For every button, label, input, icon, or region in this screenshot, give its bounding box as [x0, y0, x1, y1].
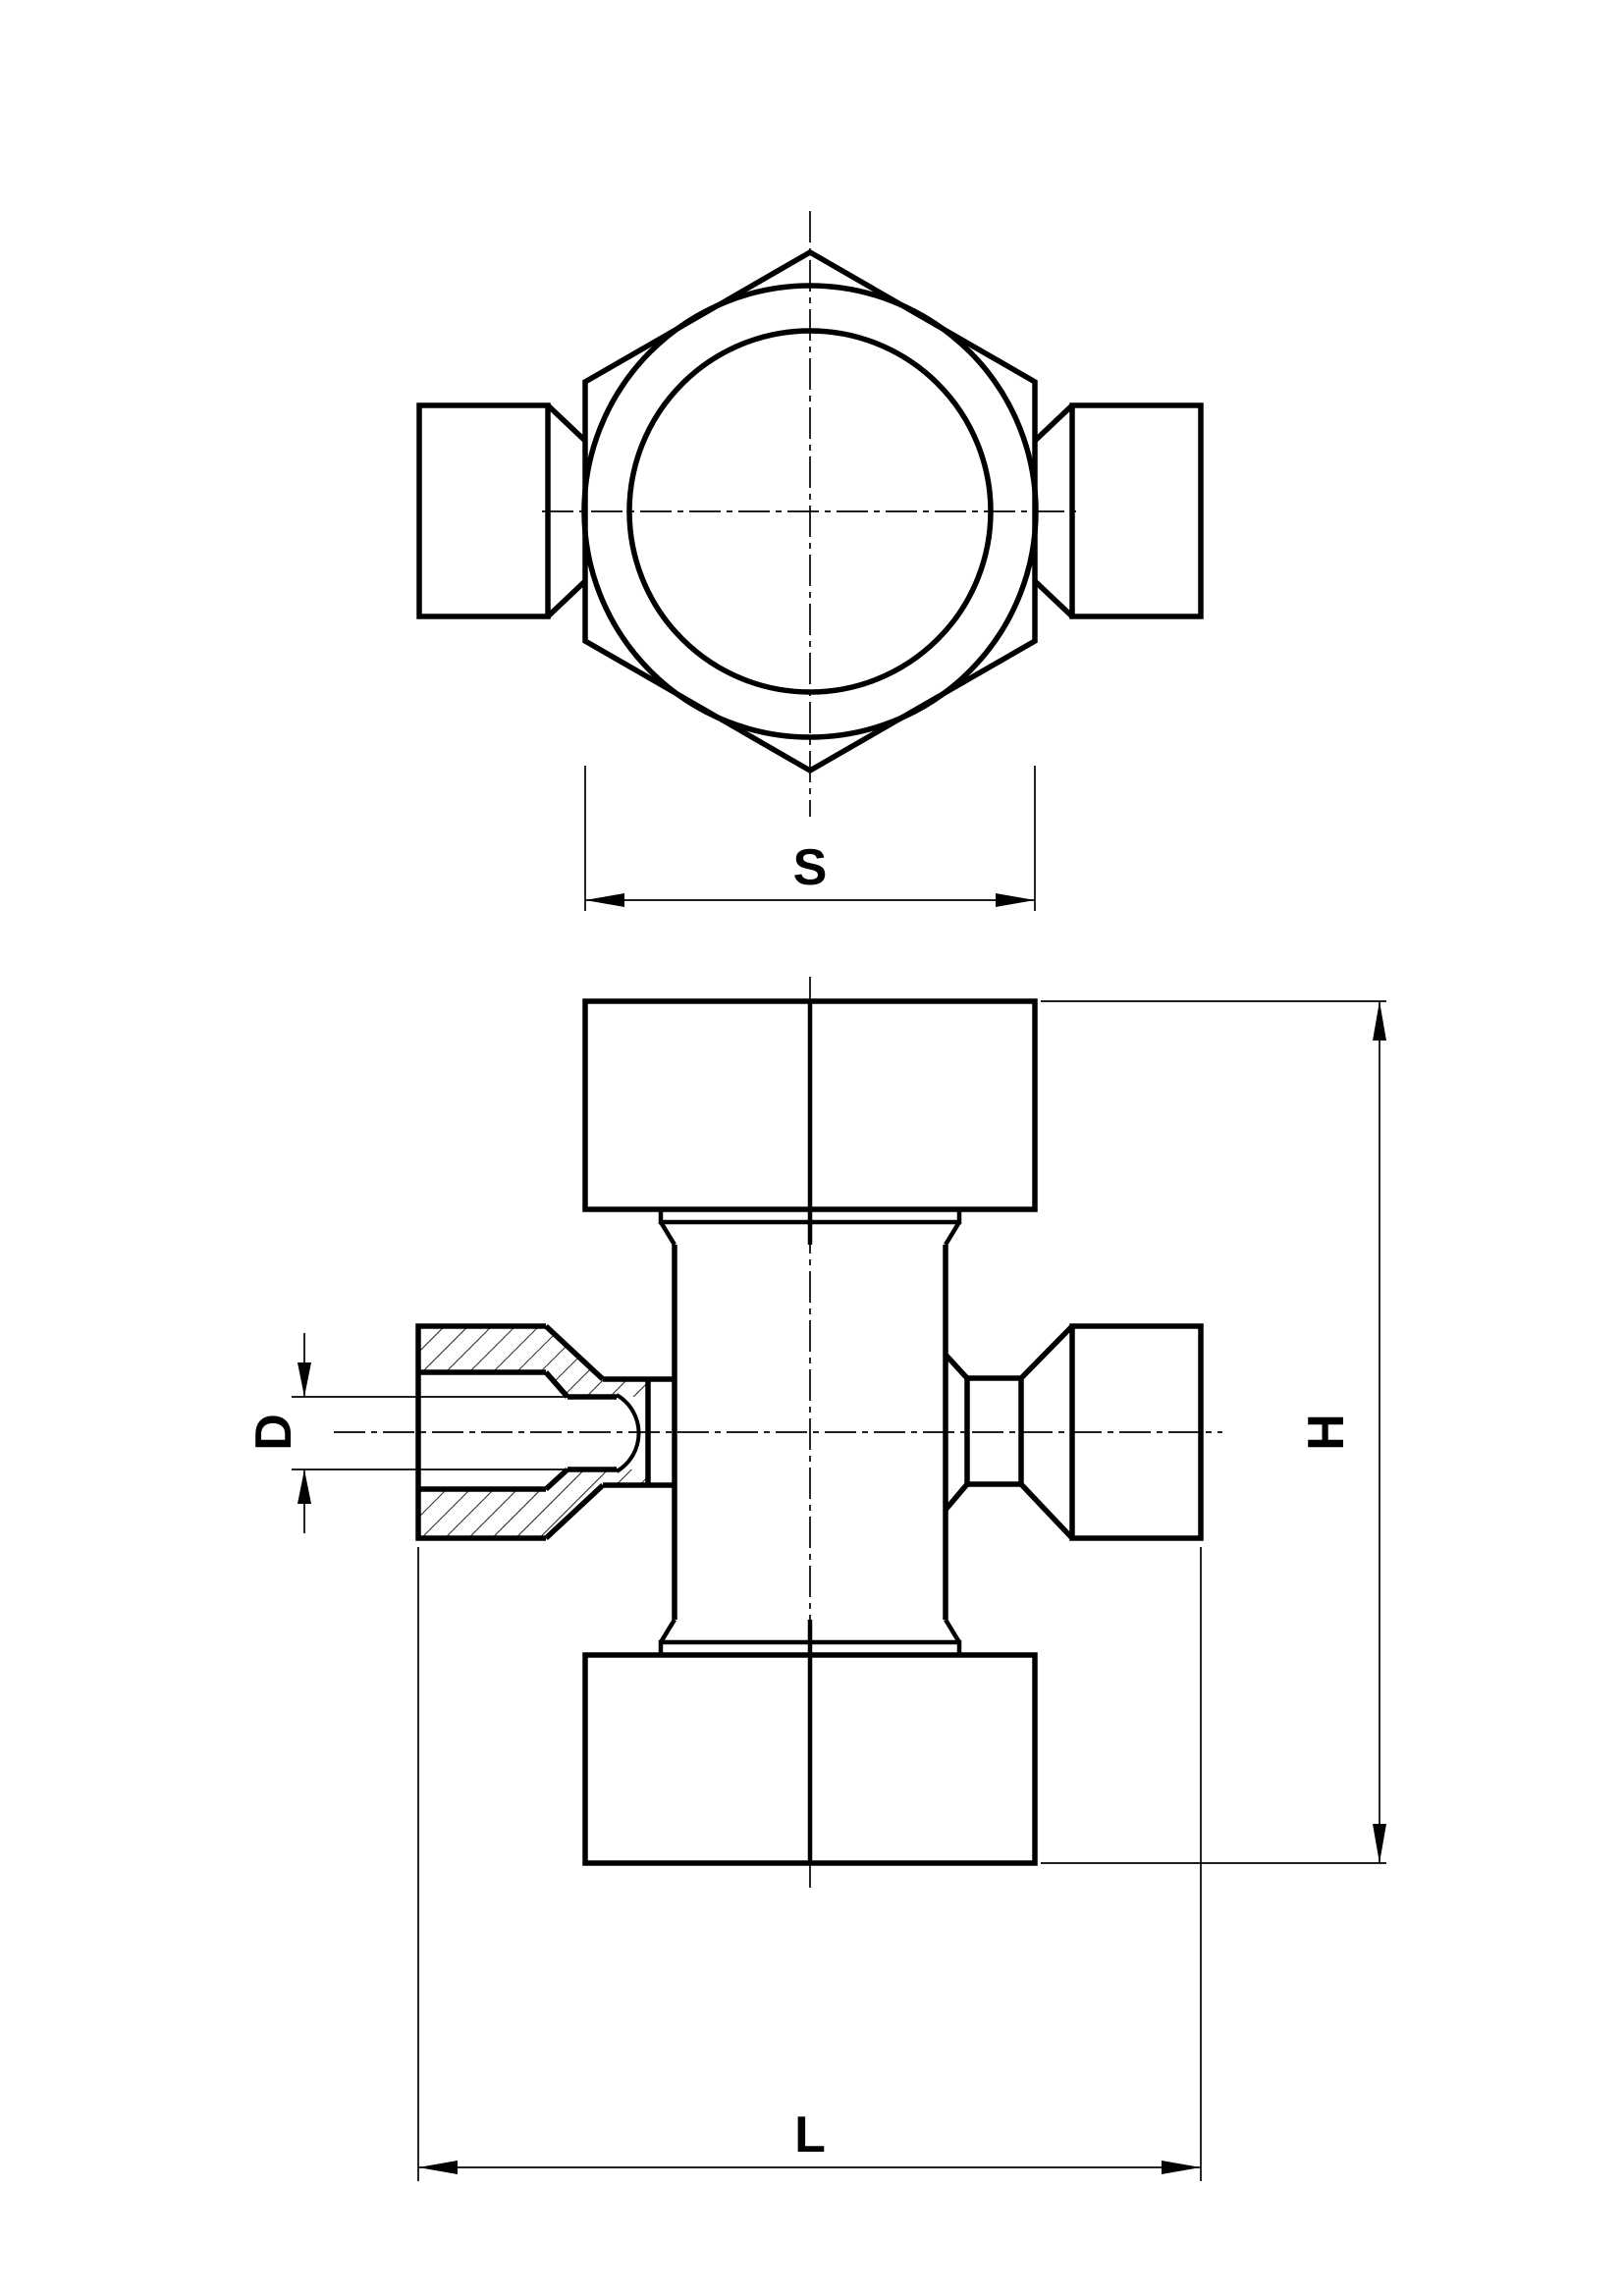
top-bevel-left — [659, 1220, 676, 1247]
body-cylinder — [672, 1245, 948, 1620]
left-port-outer-face — [415, 1323, 546, 1541]
chamfer-circle — [581, 283, 1039, 740]
right-port-cone-bottom — [1019, 1482, 1074, 1540]
dimension-H — [1041, 1000, 1386, 1864]
s-arrow-right — [996, 893, 1035, 907]
left-port-cone-bottom — [544, 1482, 605, 1541]
left-port-seat-cone-top — [543, 1370, 570, 1399]
l-dimension-label: L — [794, 2107, 826, 2163]
right-port — [943, 1323, 1204, 1541]
top-view: S — [416, 211, 1204, 911]
top-bevel-right — [944, 1220, 961, 1247]
left-port-hatch-top — [418, 1326, 648, 1397]
hexagon-outline — [582, 248, 1038, 774]
right-connector-cone-bottom — [1033, 579, 1074, 618]
right-connector — [1033, 402, 1204, 619]
right-port-body — [1069, 1323, 1204, 1541]
l-arrow-left — [418, 2161, 458, 2174]
h-arrow-bottom — [1373, 1824, 1386, 1863]
h-arrow-top — [1373, 1001, 1386, 1041]
top-flange — [658, 1209, 962, 1225]
top-nut — [582, 998, 1038, 1247]
top-view-centerlines — [542, 211, 1078, 817]
s-dimension-label: S — [793, 839, 828, 896]
d-arrow-bottom — [298, 1469, 311, 1504]
right-port-bevel-top — [943, 1353, 970, 1380]
right-connector-cone-top — [1033, 403, 1074, 443]
front-view: D H L — [245, 977, 1386, 2181]
d-dimension-label: D — [245, 1414, 302, 1451]
dimension-L — [417, 1547, 1202, 2181]
bottom-bevel-left — [659, 1618, 676, 1644]
left-connector-cone-top — [546, 403, 587, 443]
right-connector-body — [1069, 402, 1204, 619]
bottom-nut — [582, 1618, 1038, 1866]
left-port-hatch-bottom — [418, 1469, 648, 1538]
d-arrow-top — [298, 1362, 311, 1397]
h-dimension-label: H — [1298, 1414, 1355, 1451]
right-port-neck — [964, 1375, 1024, 1487]
left-port-seat-cone-bottom — [544, 1467, 569, 1492]
front-view-centerlines — [334, 977, 1222, 1888]
bottom-bevel-right — [944, 1618, 961, 1644]
right-port-cone-top — [1019, 1324, 1074, 1380]
left-connector-body — [416, 402, 551, 619]
left-port-seat-arc — [615, 1393, 641, 1473]
left-port-cone-top — [544, 1323, 605, 1382]
dimension-S — [584, 766, 1036, 911]
left-port-section — [292, 1323, 675, 1541]
bottom-flange — [658, 1639, 962, 1655]
l-arrow-right — [1162, 2161, 1201, 2174]
right-port-bevel-bottom — [943, 1482, 970, 1512]
left-connector-cone-bottom — [546, 579, 587, 618]
bore-circle — [626, 328, 994, 695]
left-connector — [416, 402, 587, 619]
s-arrow-left — [585, 893, 624, 907]
dimension-D — [298, 1333, 311, 1533]
